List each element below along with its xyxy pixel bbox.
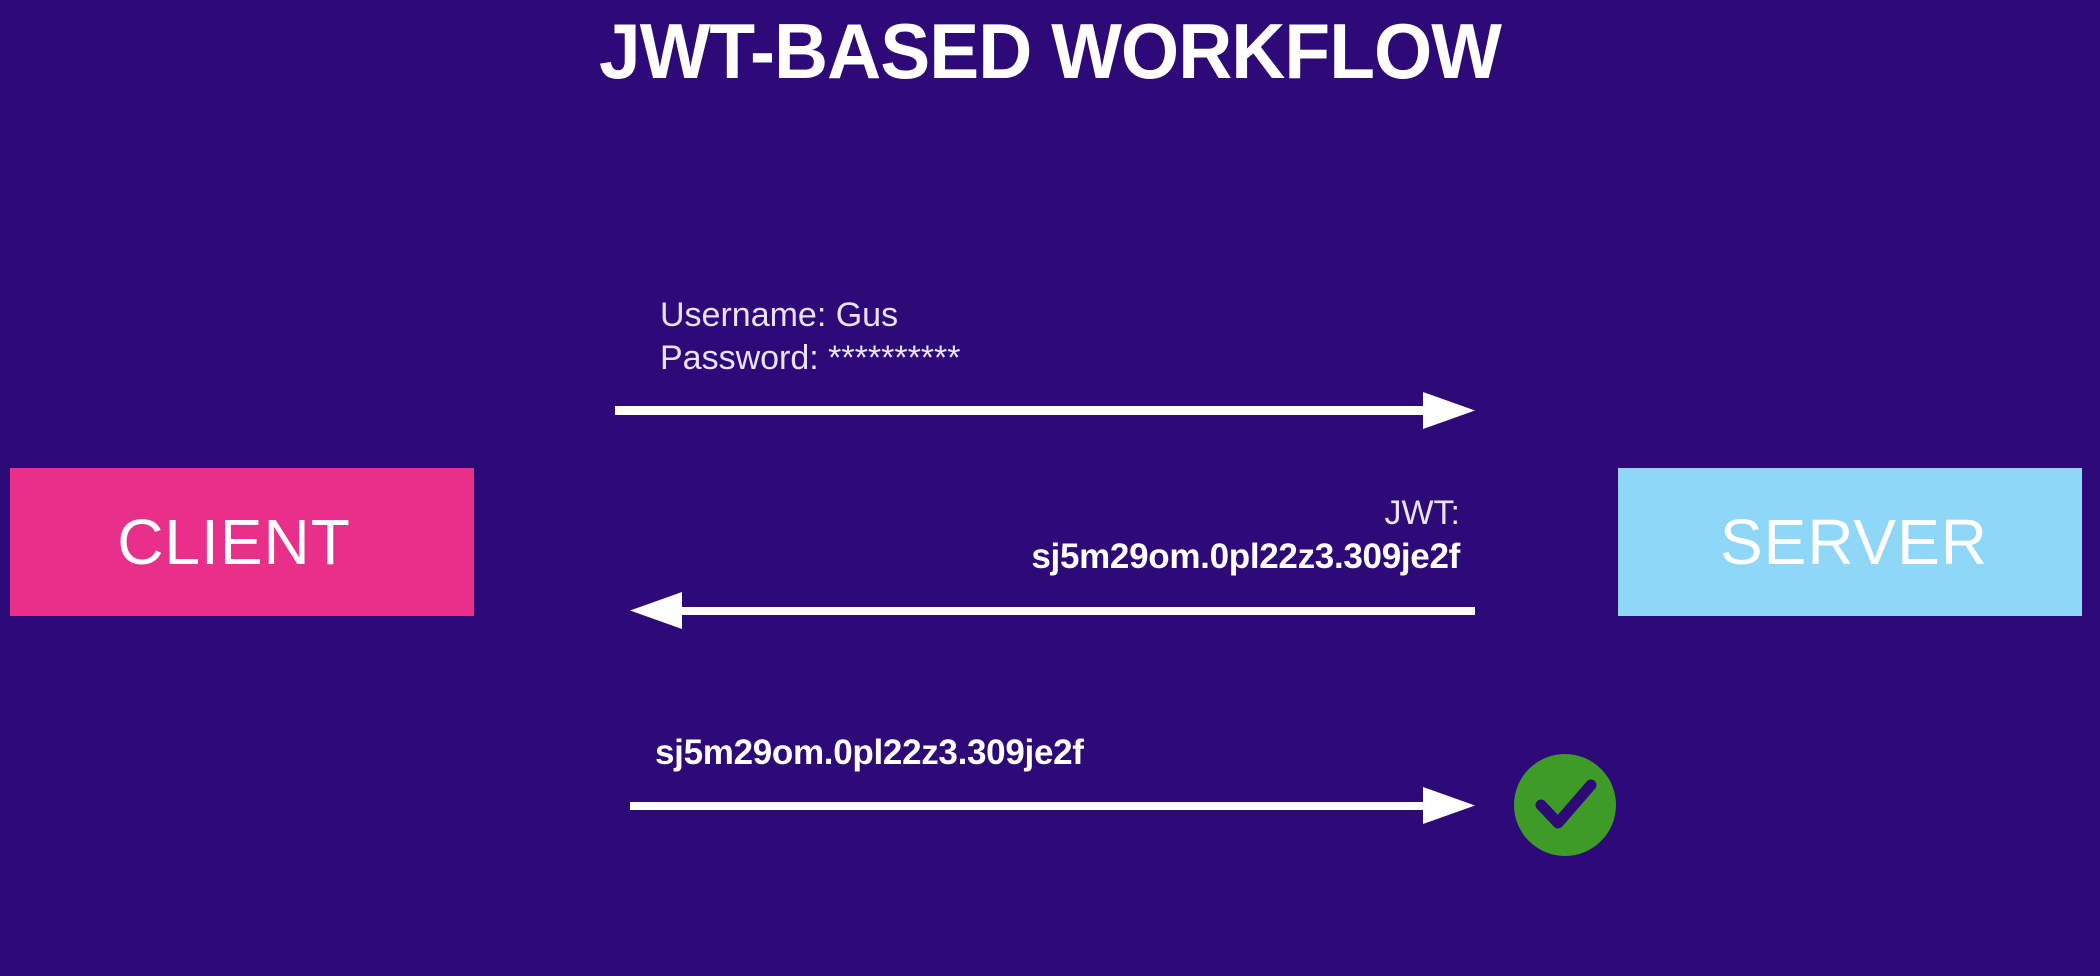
server-label: SERVER: [1719, 506, 1989, 578]
jwt-presented-message: sj5m29om.0pl22z3.309je2f: [655, 731, 1084, 774]
arrow-client-to-server-credentials: [615, 388, 1475, 434]
jwt-issued-message: JWT: sj5m29om.0pl22z3.309je2f: [660, 492, 1460, 578]
arrow-server-to-client-jwt: [630, 588, 1475, 634]
jwt-token-presented: sj5m29om.0pl22z3.309je2f: [655, 733, 1084, 772]
arrow-client-to-server-token: [630, 783, 1475, 829]
server-node: SERVER: [1618, 468, 2082, 616]
client-node: CLIENT: [10, 468, 474, 616]
jwt-label: JWT:: [1384, 494, 1460, 532]
credentials-message: Username: Gus Password: **********: [660, 294, 961, 380]
jwt-token-issued: sj5m29om.0pl22z3.309je2f: [1031, 537, 1460, 576]
page-title: JWT-BASED WORKFLOW: [599, 7, 1502, 95]
check-mark-icon: [1513, 753, 1617, 857]
credentials-password: Password: **********: [660, 339, 961, 377]
credentials-username: Username: Gus: [660, 296, 899, 334]
client-label: CLIENT: [117, 506, 351, 578]
